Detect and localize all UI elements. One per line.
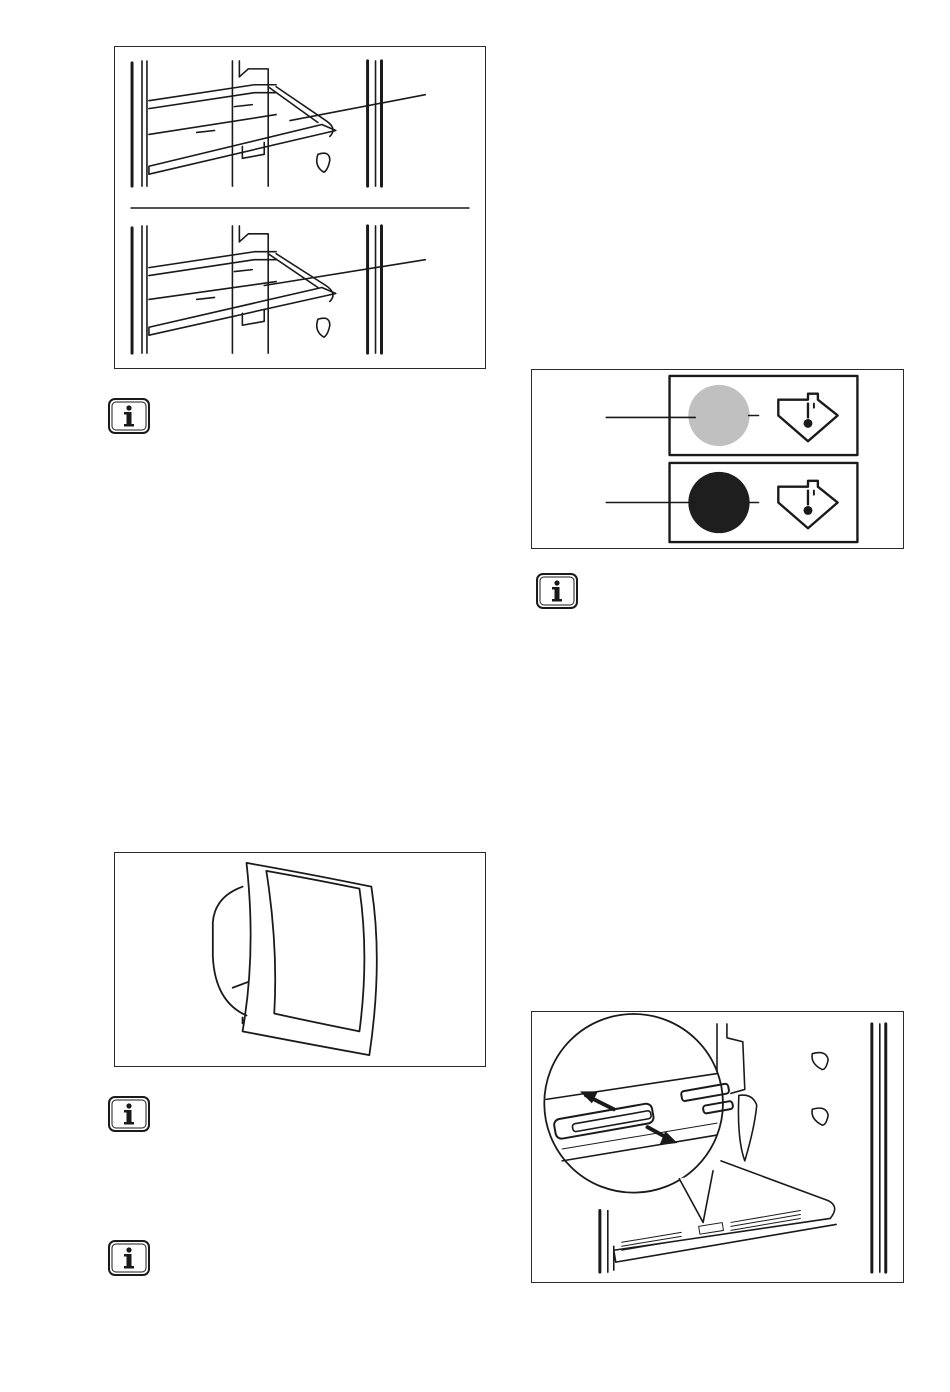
vent-slider-icon xyxy=(532,1012,903,1282)
info-note-4 xyxy=(108,1240,150,1276)
info-note-3 xyxy=(108,1096,150,1132)
info-icon xyxy=(108,1240,150,1276)
info-icon xyxy=(108,1096,150,1132)
thermometer-symbol-lower xyxy=(778,481,837,528)
door-bin-icon xyxy=(115,853,485,1066)
info-note-1 xyxy=(108,398,150,434)
indicator-light xyxy=(688,385,749,446)
info-note-2 xyxy=(536,573,578,609)
thermometer-symbol-upper xyxy=(778,394,837,441)
info-icon xyxy=(108,398,150,434)
shelf-icon xyxy=(115,47,485,368)
indicator-dark xyxy=(688,472,749,533)
info-icon xyxy=(536,573,578,609)
figure-shelf-vent-slider xyxy=(531,1011,904,1283)
shelf-upper-illustration xyxy=(132,61,425,186)
figure-door-bin xyxy=(114,852,486,1067)
shelf-lower-illustration xyxy=(132,226,425,353)
figure-shelf-positions xyxy=(114,46,486,369)
figure-indicator-panel xyxy=(531,369,904,549)
temperature-indicator-icon xyxy=(532,370,903,548)
